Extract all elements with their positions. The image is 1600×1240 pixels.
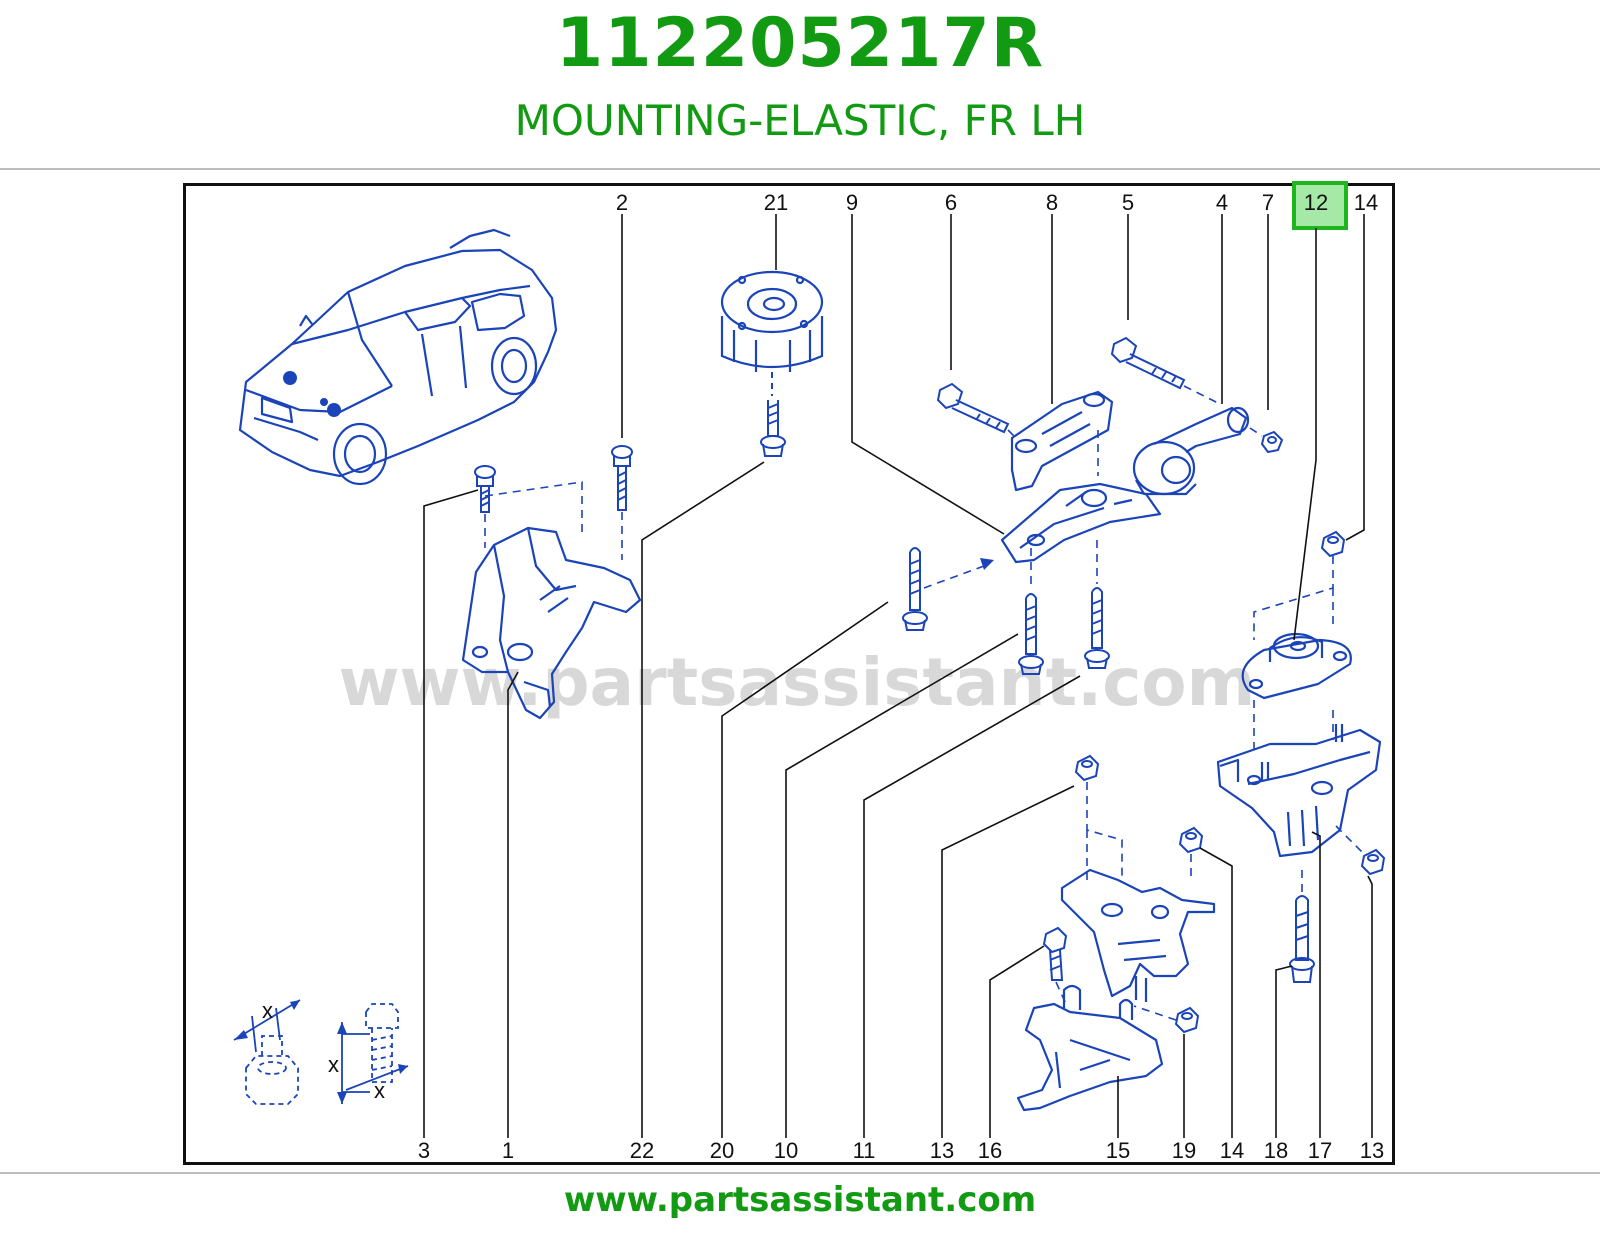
diagram-frame [183,183,1395,1165]
left-engine-mount [461,526,642,720]
callout-9: 9 [846,190,858,215]
callout-11: 11 [853,1138,876,1163]
callout-6: 6 [945,190,957,215]
bolt-10 [1018,593,1044,675]
dim-arrow-a [234,1030,248,1040]
callout-16: 16 [978,1138,1002,1163]
callout-14-top: 14 [1354,190,1378,215]
bracket-8 [1010,390,1114,492]
bottom-mount-guides [1055,782,1192,1021]
dim-arrow-d [337,1092,347,1104]
nut-detail-icon [245,1035,299,1105]
callout-7: 7 [1262,190,1274,215]
mount-4 [1132,406,1250,496]
watermark: www.partsassistant.com [339,644,1256,721]
callout-8: 8 [1046,190,1058,215]
callout-19: 19 [1172,1138,1196,1163]
callout-15: 15 [1106,1138,1130,1163]
bracket-17 [1216,724,1382,858]
nut-13-lower [1074,754,1100,782]
callout-21: 21 [764,190,788,215]
callout-1: 1 [502,1138,514,1163]
bolt-6 [936,382,1010,434]
callout-12: 12 [1304,190,1328,215]
callout-3: 3 [418,1138,430,1163]
dim-arrow-e [398,1064,408,1074]
callout-13-lower: 13 [930,1138,954,1163]
header-divider [0,168,1600,170]
bolt-22 [760,372,786,457]
footer-divider [0,1172,1600,1174]
callout-4: 4 [1216,190,1228,215]
bolt-20 [902,547,928,631]
callout-14-bottom: 14 [1220,1138,1244,1163]
arrow-head-20 [980,558,994,570]
callout-18: 18 [1264,1138,1288,1163]
bolt-2 [611,445,633,511]
bracket-lower [1060,868,1216,1002]
lower-screw-guides [923,540,1098,590]
nut-14-lower [1178,826,1204,854]
part-number: 112205217R [555,4,1045,83]
nut-7 [1260,430,1284,454]
nut-14-upper [1320,530,1346,558]
leader-lines [423,214,1373,1138]
part-name: MOUNTING-ELASTIC, FR LH [514,96,1086,145]
elastic-mount-12 [1241,632,1352,700]
upper-bracket-guides [1007,385,1263,476]
callouts-bottom: 3 1 22 20 10 11 13 16 15 19 14 18 17 13 [418,1138,1384,1163]
detail-label-x-3: x [374,1078,385,1103]
dim-arrow-b [290,1000,300,1010]
nut-13-right [1360,848,1386,876]
right-mount-guides [1253,556,1363,896]
callouts-top: 2 21 9 6 8 5 4 7 12 14 [616,190,1378,215]
vehicle-illustration [238,228,558,486]
pulley-21 [720,270,824,372]
callout-17: 17 [1308,1138,1332,1163]
highlight-callout-box [1292,181,1348,230]
callout-10: 10 [774,1138,798,1163]
bolt-11 [1084,587,1110,669]
bolt-16 [1042,926,1068,981]
bolt-3 [474,465,496,513]
detail-label-x-1: x [262,998,273,1023]
nut-19 [1174,1006,1200,1034]
callout-20: 20 [710,1138,734,1163]
left-mount-guides [484,481,623,560]
bracket-9 [1000,482,1162,564]
stud-18 [1289,895,1315,983]
footer-url[interactable]: www.partsassistant.com [563,1180,1037,1220]
bolt-detail-icon [365,1003,399,1083]
dim-arrow-c [337,1022,347,1034]
bolt-5 [1110,336,1186,390]
callout-5: 5 [1122,190,1134,215]
callout-13-right: 13 [1360,1138,1384,1163]
detail-label-x-2: x [328,1052,339,1077]
callout-2: 2 [616,190,628,215]
mount-15 [1016,984,1164,1112]
vehicle-mount-markers [283,371,341,417]
callout-22: 22 [630,1138,654,1163]
